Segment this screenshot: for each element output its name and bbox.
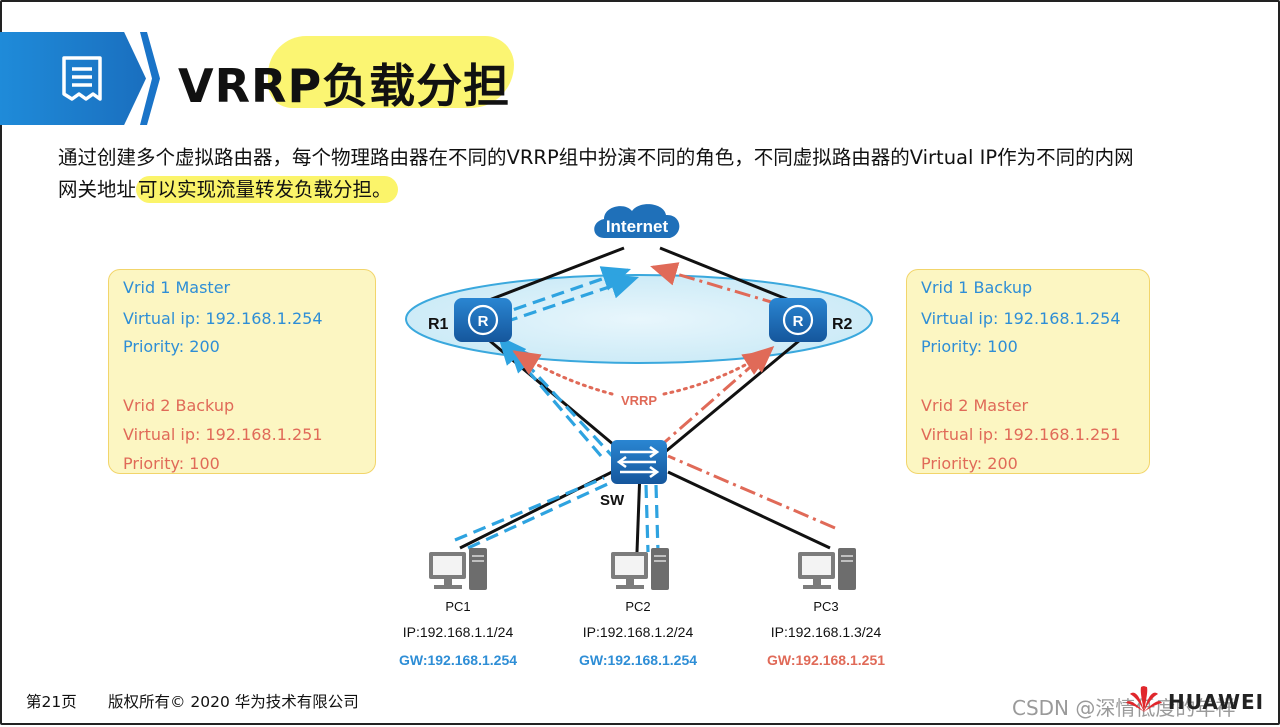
r2-router-icon: R <box>769 298 827 342</box>
right-vrid1-priority: Priority: 100 <box>921 337 1018 356</box>
description: 通过创建多个虚拟路由器，每个物理路由器在不同的VRRP组中扮演不同的角色，不同虚… <box>58 142 1248 206</box>
left-vrid2-role: Vrid 2 Backup <box>123 396 235 415</box>
pc2-computer-icon <box>611 548 669 590</box>
description-line-1: 通过创建多个虚拟路由器，每个物理路由器在不同的VRRP组中扮演不同的角色，不同虚… <box>58 146 1134 169</box>
left-vrid2-priority: Priority: 100 <box>123 454 220 473</box>
r2-label: R2 <box>832 316 853 333</box>
pc3-gateway: GW:192.168.1.251 <box>767 652 885 668</box>
right-vrid2-priority: Priority: 200 <box>921 454 1018 473</box>
huawei-brand-text: HUAWEI <box>1168 690 1265 714</box>
title-highlight <box>268 36 514 108</box>
right-vrrp-info-box: Vrid 1 Backup Virtual ip: 192.168.1.254 … <box>906 269 1150 474</box>
right-vrid2-role: Vrid 2 Master <box>921 396 1029 415</box>
left-vrid1-priority: Priority: 200 <box>123 337 220 356</box>
watermark-text: CSDN @深情低度的年祥 <box>1012 696 1236 720</box>
description-line-2-highlight: 可以实现流量转发负载分担。 <box>136 176 398 203</box>
svg-text:R: R <box>793 313 804 330</box>
pc1-name: PC1 <box>445 599 470 614</box>
pc3-ip: IP:192.168.1.3/24 <box>771 624 882 640</box>
internet-cloud <box>594 204 680 238</box>
pc2-gateway: GW:192.168.1.254 <box>579 652 697 668</box>
title-prefix: VRRP <box>178 59 323 113</box>
vrrp-advertisement-lines <box>512 350 771 396</box>
copyright-text: 版权所有© 2020 华为技术有限公司 <box>108 693 359 711</box>
pc2-name: PC2 <box>625 599 650 614</box>
pc3-name: PC3 <box>813 599 838 614</box>
switch-icon <box>611 440 667 484</box>
right-vrid2-vip: Virtual ip: 192.168.1.251 <box>921 425 1121 444</box>
left-vrid2-vip: Virtual ip: 192.168.1.251 <box>123 425 323 444</box>
r1-router-icon: R <box>454 298 512 342</box>
left-vrrp-info-box: Vrid 1 Master Virtual ip: 192.168.1.254 … <box>108 269 376 474</box>
page-title: VRRP负载分担 <box>178 50 510 116</box>
switch-label: SW <box>600 492 625 509</box>
right-vrid1-role: Vrid 1 Backup <box>921 278 1033 297</box>
pc1-computer-icon <box>429 548 487 590</box>
description-line-2-plain: 网关地址 <box>58 178 137 201</box>
huawei-logo-icon <box>1126 686 1162 712</box>
pc1-ip: IP:192.168.1.1/24 <box>403 624 514 640</box>
left-vrid1-vip: Virtual ip: 192.168.1.254 <box>123 309 323 328</box>
right-vrid1-vip: Virtual ip: 192.168.1.254 <box>921 309 1121 328</box>
title-suffix: 负载分担 <box>322 59 511 113</box>
vrrp-label: VRRP <box>621 393 657 408</box>
description-line-2: 网关地址可以实现流量转发负载分担。 <box>58 174 1248 206</box>
internet-label: Internet <box>606 217 669 236</box>
pc1-gateway: GW:192.168.1.254 <box>399 652 517 668</box>
left-vrid1-role: Vrid 1 Master <box>123 278 231 297</box>
page-number: 第21页 <box>26 693 77 711</box>
r1-label: R1 <box>428 316 449 333</box>
pc3-computer-icon <box>798 548 856 590</box>
document-icon <box>62 56 102 101</box>
pc2-ip: IP:192.168.1.2/24 <box>583 624 694 640</box>
svg-text:R: R <box>478 313 489 330</box>
